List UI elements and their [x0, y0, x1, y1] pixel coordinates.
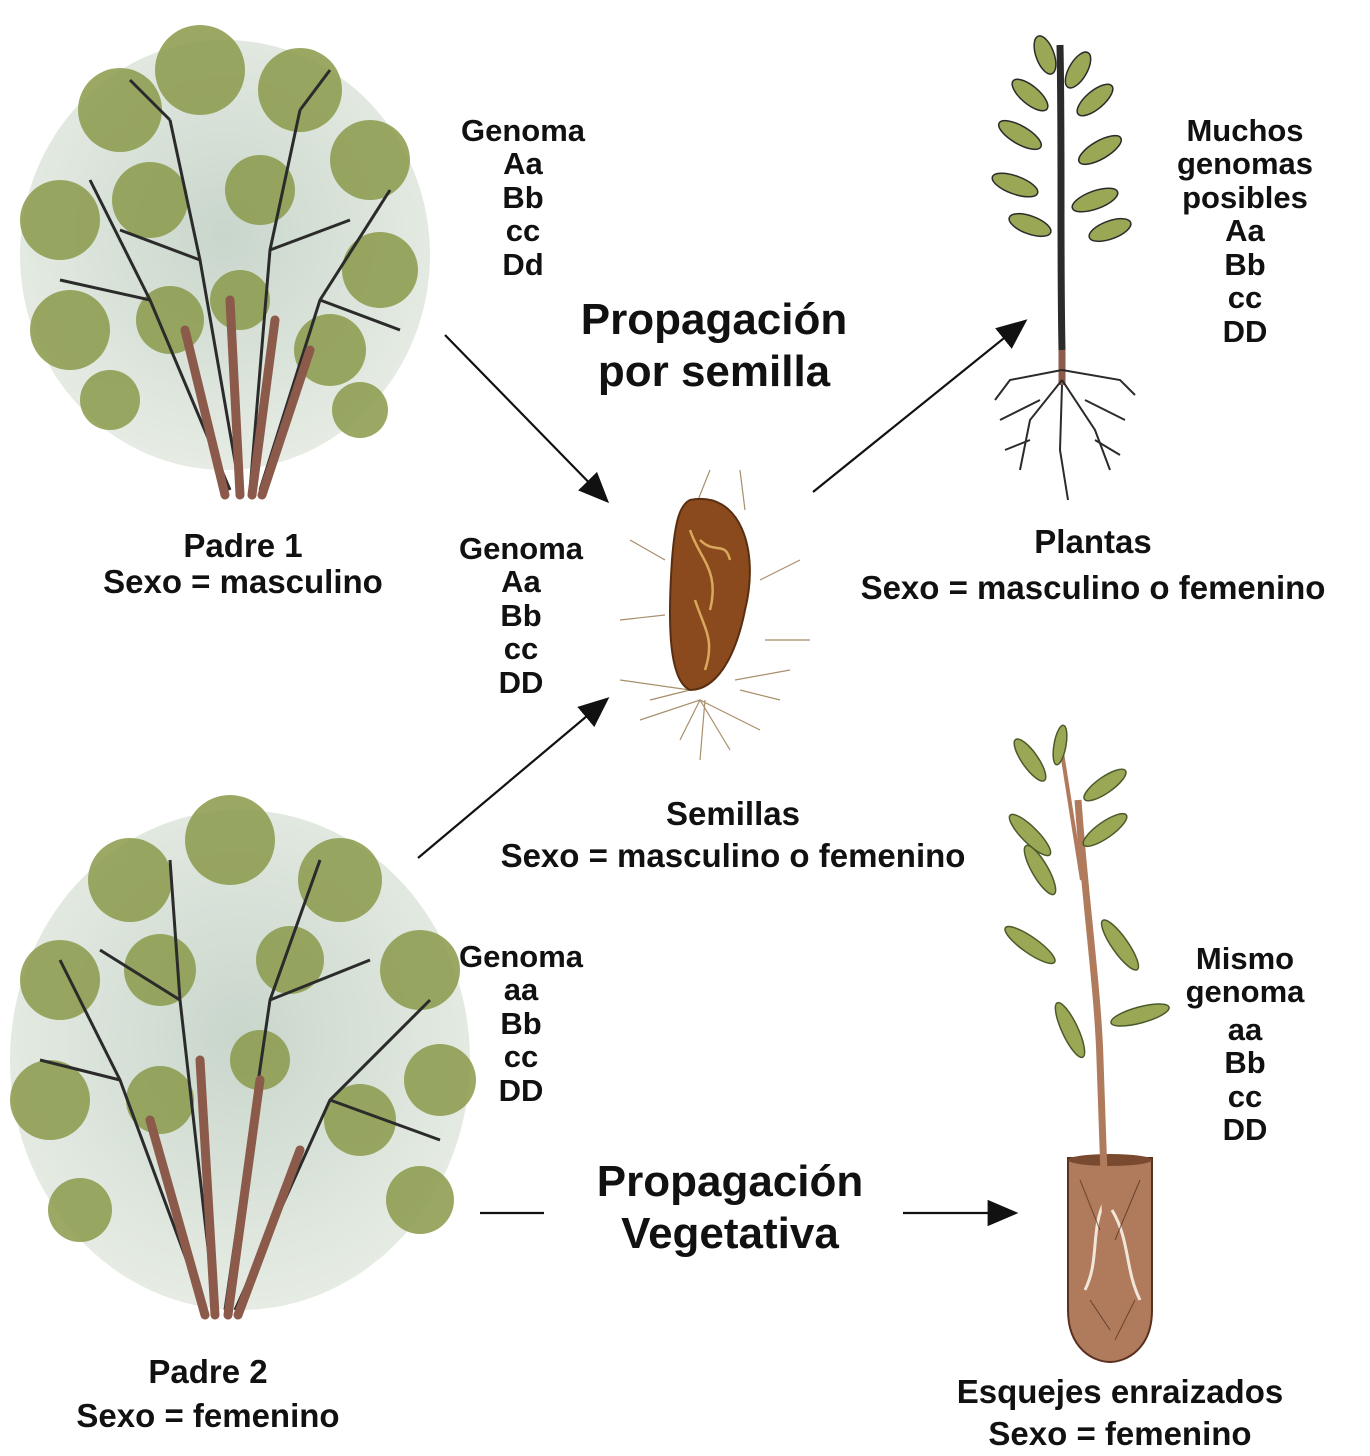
cuttings-gene: aa: [1160, 1013, 1330, 1046]
seedling-illustration: [989, 33, 1135, 500]
seeds-genome-title: Genoma: [438, 532, 604, 565]
parent1-gene: cc: [440, 214, 606, 247]
parent2-name: Padre 2: [40, 1354, 376, 1390]
parent2-genome-title: Genoma: [438, 940, 604, 973]
parent2-gene: Bb: [438, 1007, 604, 1040]
vegetative-propagation-line1: Propagación: [560, 1156, 900, 1208]
seed-illustration: [620, 470, 810, 760]
parent1-gene: Dd: [440, 248, 606, 281]
plants-gene: cc: [1150, 281, 1340, 314]
parent1-sex: Sexo = masculino: [60, 564, 426, 600]
seed-propagation-line1: Propagación: [552, 294, 876, 346]
cuttings-genome-title: Mismo: [1160, 942, 1330, 975]
seed-propagation-line2: por semilla: [552, 346, 876, 398]
parent1-tree-illustration: [20, 25, 430, 495]
seeds-gene: cc: [438, 632, 604, 665]
parent1-caption: Padre 1 Sexo = masculino: [60, 528, 426, 599]
parent1-gene: Aa: [440, 147, 606, 180]
parent2-caption: Padre 2 Sexo = femenino: [40, 1354, 376, 1433]
cuttings-gene: cc: [1160, 1080, 1330, 1113]
parent2-gene: DD: [438, 1074, 604, 1107]
plants-genome-title: Muchos: [1150, 114, 1340, 147]
cuttings-sex: Sexo = femenino: [920, 1416, 1320, 1452]
parent2-sex: Sexo = femenino: [40, 1398, 376, 1434]
cuttings-genome: Mismo genoma aa Bb cc DD: [1160, 942, 1330, 1147]
cuttings-gene: DD: [1160, 1113, 1330, 1146]
plants-genome: Muchos genomas posibles Aa Bb cc DD: [1150, 114, 1340, 348]
vegetative-propagation-title: Propagación Vegetativa: [560, 1156, 900, 1260]
plants-gene: Bb: [1150, 248, 1340, 281]
seeds-genome: Genoma Aa Bb cc DD: [438, 532, 604, 699]
seeds-gene: DD: [438, 666, 604, 699]
seeds-sex: Sexo = masculino o femenino: [468, 838, 998, 874]
plants-genome-title: genomas: [1150, 147, 1340, 180]
plants-genome-title: posibles: [1150, 181, 1340, 214]
plants-caption: Plantas Sexo = masculino o femenino: [828, 524, 1358, 605]
plants-gene: Aa: [1150, 214, 1340, 247]
plants-gene: DD: [1150, 315, 1340, 348]
parent1-genome: Genoma Aa Bb cc Dd: [440, 114, 606, 281]
cuttings-name: Esquejes enraizados: [920, 1374, 1320, 1410]
seeds-name: Semillas: [468, 796, 998, 832]
parent2-genome: Genoma aa Bb cc DD: [438, 940, 604, 1107]
plants-name: Plantas: [828, 524, 1358, 560]
seed-propagation-title: Propagación por semilla: [552, 294, 876, 398]
rooted-cutting-illustration: [1001, 724, 1171, 1362]
seeds-caption: Semillas Sexo = masculino o femenino: [468, 796, 998, 873]
parent2-gene: aa: [438, 973, 604, 1006]
vegetative-propagation-line2: Vegetativa: [560, 1208, 900, 1260]
plants-sex: Sexo = masculino o femenino: [828, 570, 1358, 606]
parent2-tree-illustration: [10, 795, 476, 1315]
parent1-genome-title: Genoma: [440, 114, 606, 147]
parent1-name: Padre 1: [60, 528, 426, 564]
cuttings-gene: Bb: [1160, 1046, 1330, 1079]
parent2-gene: cc: [438, 1040, 604, 1073]
cuttings-genome-title: genoma: [1160, 975, 1330, 1008]
seeds-gene: Bb: [438, 599, 604, 632]
seeds-gene: Aa: [438, 565, 604, 598]
parent1-gene: Bb: [440, 181, 606, 214]
cuttings-caption: Esquejes enraizados Sexo = femenino: [920, 1374, 1320, 1451]
